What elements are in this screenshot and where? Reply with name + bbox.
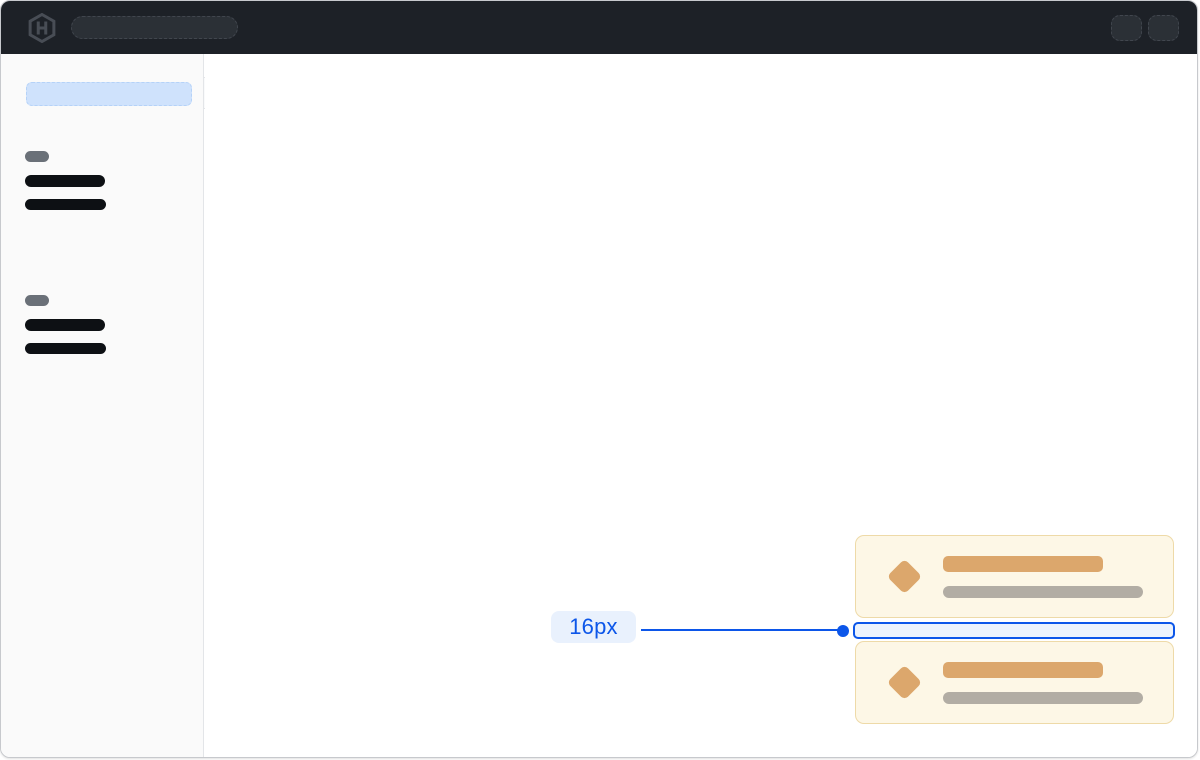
diamond-icon: [886, 558, 922, 595]
sidebar-nav-item-skeleton[interactable]: [25, 175, 105, 187]
sidebar-nav-item-skeleton[interactable]: [25, 343, 106, 354]
spacing-highlight: [853, 622, 1175, 639]
diamond-icon: [886, 664, 922, 701]
card-title-skeleton: [943, 555, 1103, 572]
spacing-annotation-label: 16px: [551, 611, 636, 643]
topbar-actions: [1111, 14, 1179, 41]
topbar-action-button-1[interactable]: [1111, 14, 1142, 41]
card-text-skeletons: [943, 555, 1143, 598]
search-input-skeleton[interactable]: [71, 16, 238, 39]
card-subtitle-skeleton: [943, 691, 1143, 704]
sidebar-nav-item-skeleton[interactable]: [25, 199, 106, 210]
main-content: [205, 54, 1197, 757]
topbar: [1, 1, 1197, 54]
sidebar-nav-item-skeleton[interactable]: [25, 319, 105, 331]
hashicorp-logo-icon: [28, 12, 56, 43]
card[interactable]: [855, 641, 1174, 724]
annotation-leader-line: [641, 629, 841, 631]
sidebar: [1, 54, 204, 757]
card-title-skeleton: [943, 661, 1103, 678]
annotation-dot: [837, 625, 849, 637]
sidebar-section-label-skeleton: [25, 295, 49, 306]
sidebar-section-label-skeleton: [25, 151, 49, 162]
card-text-skeletons: [943, 661, 1143, 704]
topbar-action-button-2[interactable]: [1148, 14, 1179, 41]
card[interactable]: [855, 535, 1174, 618]
card-subtitle-skeleton: [943, 585, 1143, 598]
sidebar-active-item-skeleton[interactable]: [26, 82, 192, 106]
